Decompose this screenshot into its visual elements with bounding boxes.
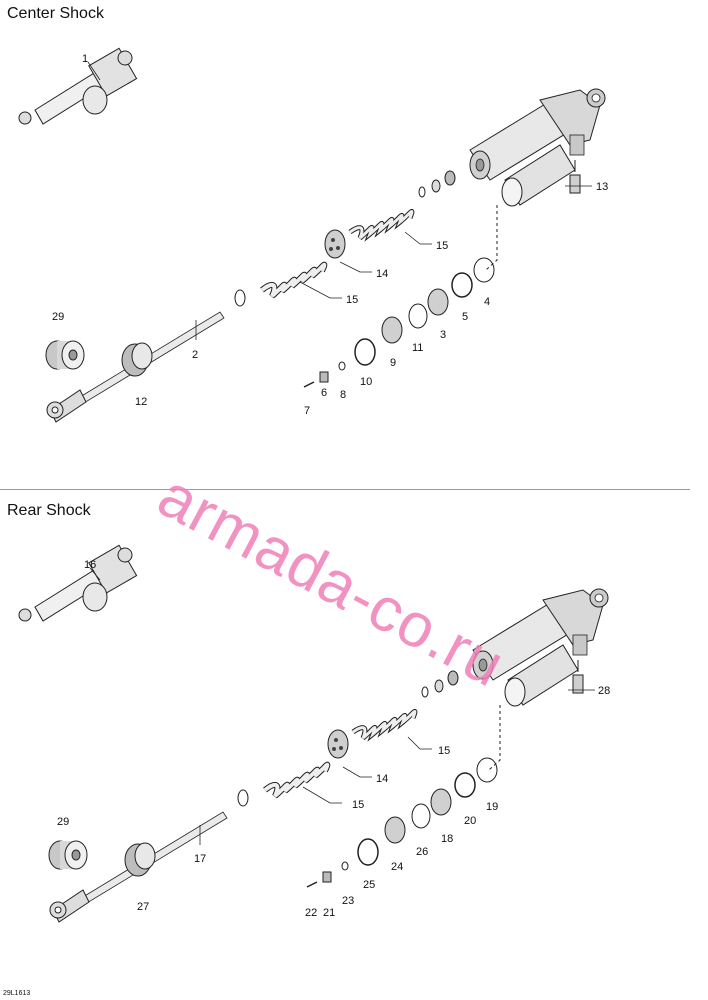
rear-callout-lines xyxy=(89,567,595,845)
rear-shock-diagram xyxy=(18,544,608,922)
callout-25: 25 xyxy=(363,879,375,891)
center-callouts: 1 2 3 4 5 6 7 8 9 10 11 12 13 14 15 15 2… xyxy=(52,53,608,417)
section-title-rear-shock: Rear Shock xyxy=(7,502,91,519)
callout-24: 24 xyxy=(391,861,403,873)
callout-7: 7 xyxy=(304,405,310,417)
callout-11: 11 xyxy=(412,342,423,354)
callout-15-rear-upper: 15 xyxy=(438,745,450,757)
callout-20: 20 xyxy=(464,815,476,827)
callout-4: 4 xyxy=(484,296,490,308)
callout-17: 17 xyxy=(194,853,206,865)
callout-6: 6 xyxy=(321,387,327,399)
callout-22: 22 xyxy=(305,907,317,919)
callout-15-upper: 15 xyxy=(436,240,448,252)
callout-3: 3 xyxy=(440,329,446,341)
callout-15-rear-lower: 15 xyxy=(352,799,364,811)
callout-28: 28 xyxy=(598,685,610,697)
callout-23: 23 xyxy=(342,895,354,907)
callout-14-rear: 14 xyxy=(376,773,388,785)
rear-shock-exploded xyxy=(49,589,608,922)
callout-9: 9 xyxy=(390,357,396,369)
callout-2: 2 xyxy=(192,349,198,361)
section-title-center-shock: Center Shock xyxy=(7,5,104,22)
callout-19: 19 xyxy=(486,801,498,813)
callout-14: 14 xyxy=(376,268,388,280)
callout-27: 27 xyxy=(137,901,149,913)
callout-16: 16 xyxy=(84,559,96,571)
callout-10: 10 xyxy=(360,376,372,388)
callout-29: 29 xyxy=(52,311,64,323)
callout-1: 1 xyxy=(82,53,88,65)
section-divider xyxy=(0,489,690,490)
callout-29-rear: 29 xyxy=(57,816,69,828)
callout-26: 26 xyxy=(416,846,428,858)
callout-21: 21 xyxy=(323,907,335,919)
callout-18: 18 xyxy=(441,833,453,845)
rear-shock-overview xyxy=(18,544,138,622)
rear-callouts: 16 17 18 19 20 21 22 23 24 25 26 27 28 1… xyxy=(57,559,610,919)
center-shock-exploded xyxy=(46,89,605,422)
callout-8: 8 xyxy=(340,389,346,401)
center-shock-diagram xyxy=(18,47,605,422)
center-callout-lines xyxy=(87,61,592,340)
callout-13: 13 xyxy=(596,181,608,193)
center-shock-overview xyxy=(18,47,138,125)
figure-code: 29L1613 xyxy=(3,990,31,997)
callout-5: 5 xyxy=(462,311,468,323)
callout-12: 12 xyxy=(135,396,147,408)
callout-15-lower: 15 xyxy=(346,294,358,306)
